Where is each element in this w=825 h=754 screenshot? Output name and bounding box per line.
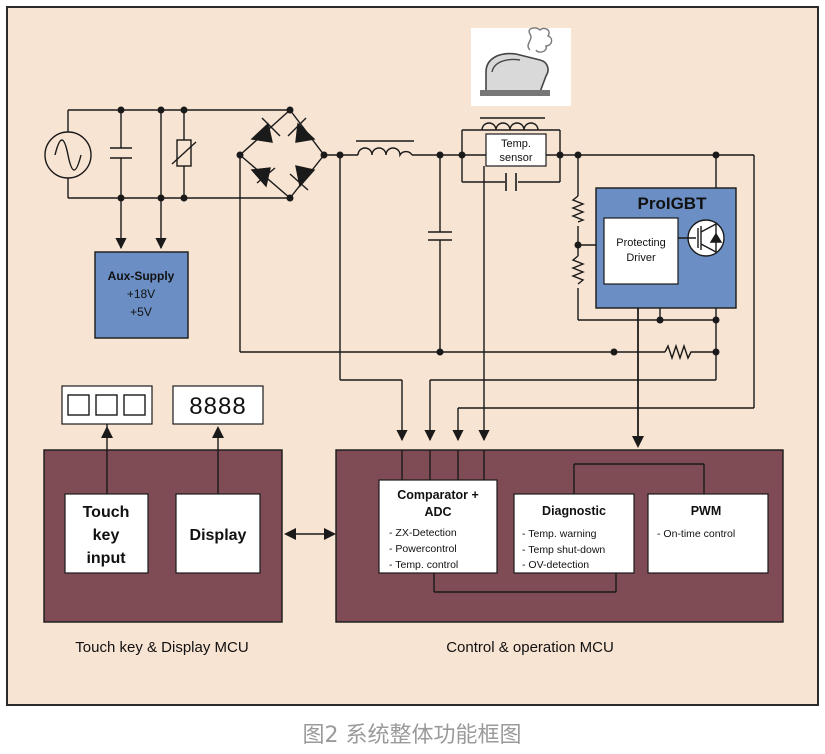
work-coil-icon (480, 117, 545, 131)
segment-display-icon: 8888 (172, 385, 264, 425)
pwm-item-1: - On-time control (657, 528, 735, 540)
comparator-title2: ADC (424, 505, 451, 519)
comparator-item-2: - Powercontrol (389, 543, 457, 555)
comparator-item-1: - ZX-Detection (389, 527, 457, 539)
aux-supply-title: Aux-Supply (108, 269, 175, 283)
pwm-title: PWM (691, 504, 722, 518)
aux-supply-18v: +18V (127, 287, 155, 301)
comparator-title1: Comparator + (397, 488, 479, 502)
dc-link-capacitor-icon (428, 231, 452, 241)
diagnostic-box (513, 493, 635, 574)
pro-igbt-title: ProIGBT (638, 194, 708, 213)
pwm-box (647, 493, 769, 574)
diagnostic-item-2: - Temp shut-down (522, 544, 605, 556)
control-mcu-label: Control & operation MCU (446, 639, 614, 656)
igbt-icon (678, 219, 725, 257)
iron-icon (471, 27, 571, 106)
segment-digits: 8888 (189, 393, 246, 420)
touch-key-line2: key (93, 527, 120, 544)
junction-dots (117, 106, 720, 468)
driver-line1: Protecting (616, 237, 666, 249)
display-label: Display (190, 527, 247, 544)
temp-sensor-box: Temp. sensor (485, 133, 547, 167)
diagnostic-item-1: - Temp. warning (522, 528, 597, 540)
comparator-item-3: - Temp. control (389, 559, 458, 571)
display-box (175, 493, 261, 574)
protecting-driver-box (603, 217, 679, 285)
diagnostic-title: Diagnostic (542, 504, 606, 518)
mcu-link-arrow (284, 528, 336, 540)
temp-sensor-line1: Temp. (501, 138, 531, 150)
varistor-icon (171, 139, 197, 167)
diode-bridge-icon (250, 117, 316, 191)
touch-key-line1: Touch (83, 504, 130, 521)
touch-key-box (64, 493, 149, 574)
control-operation-mcu: Comparator + ADC - ZX-Detection - Powerc… (335, 449, 784, 623)
capacitor-icon (110, 147, 132, 159)
touch-display-mcu-label: Touch key & Display MCU (75, 639, 248, 656)
resistor-icon (571, 195, 694, 361)
aux-supply-block: Aux-Supply +18V +5V (94, 251, 189, 339)
resonant-capacitor-icon (505, 173, 517, 191)
ac-source-icon (44, 131, 92, 179)
pro-igbt-block: ProIGBT Protecting Driver (595, 187, 737, 309)
diagnostic-item-3: - OV-detection (522, 559, 589, 571)
aux-supply-5v: +5V (130, 305, 152, 319)
temp-sensor-line2: sensor (499, 152, 532, 164)
touch-display-mcu: Touch key input Display (43, 424, 283, 623)
figure-caption: 图2 系统整体功能框图 (303, 723, 522, 748)
power-wiring (67, 108, 755, 445)
inductor-icon (356, 140, 414, 158)
comparator-adc-box (378, 479, 498, 574)
touch-keypad-icon (61, 385, 153, 425)
driver-line2: Driver (626, 252, 656, 264)
touch-key-line3: input (86, 550, 126, 567)
